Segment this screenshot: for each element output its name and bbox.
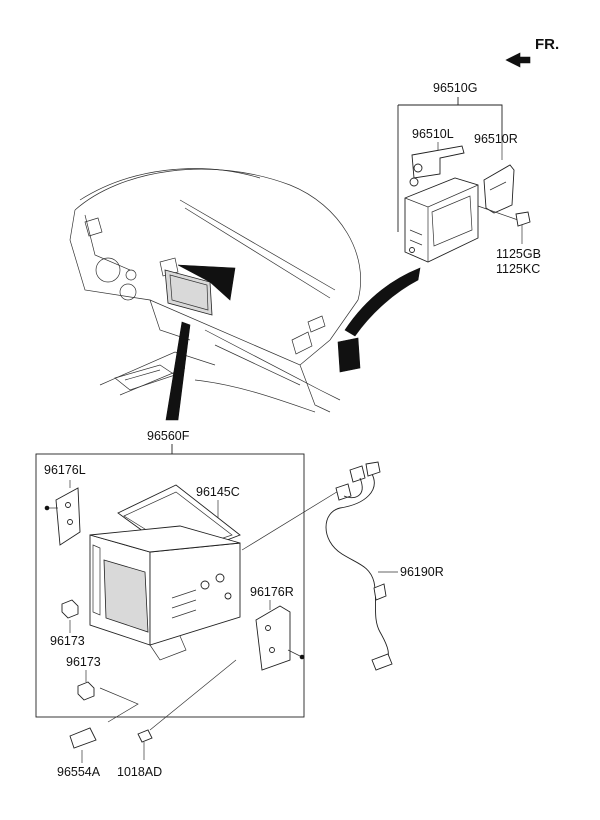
front-direction-marker: FR.	[505, 36, 559, 68]
wiring-harness: 96190R	[241, 461, 444, 671]
label-96173-upper: 96173	[50, 634, 85, 648]
head-unit-group-frame	[35, 453, 305, 718]
front-label: FR.	[535, 36, 559, 53]
dashboard-illustration	[69, 168, 361, 413]
label-1125KC: 1125KC	[496, 262, 540, 276]
label-96510L: 96510L	[412, 127, 454, 141]
label-96176L: 96176L	[44, 463, 86, 477]
label-96560F: 96560F	[147, 429, 190, 443]
amplifier-assembly: 96510G 96510L 96510R 1125GB 1125KC	[397, 81, 541, 276]
label-96145C: 96145C	[196, 485, 240, 499]
screw-part: 1018AD	[117, 729, 162, 779]
label-96510G: 96510G	[433, 81, 477, 95]
label-96173-lower: 96173	[66, 655, 101, 669]
sd-card-part: 96554A	[57, 727, 101, 779]
pointer-wedge-amplifier	[344, 267, 421, 337]
pointer-wedge-head-unit	[165, 321, 191, 421]
arrow-icon	[505, 52, 531, 68]
head-unit-assembly: 96560F 96176L 96145C 96176R	[35, 429, 305, 731]
label-1018AD: 1018AD	[117, 765, 162, 779]
label-96510R: 96510R	[474, 132, 518, 146]
label-96190R: 96190R	[400, 565, 444, 579]
label-96554A: 96554A	[57, 765, 101, 779]
label-96176R: 96176R	[250, 585, 294, 599]
label-1125GB: 1125GB	[496, 247, 541, 261]
